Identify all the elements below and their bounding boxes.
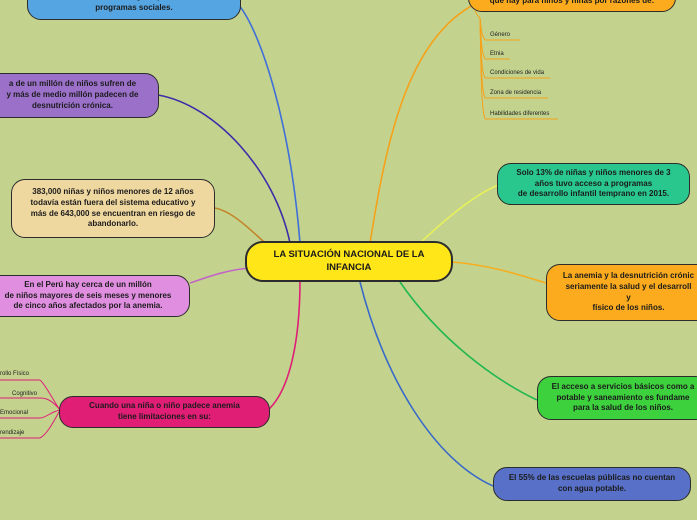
link-schools-water [359,281,494,487]
central-topic[interactable]: LA SITUACIÓN NACIONAL DE LA INFANCIA [245,241,453,282]
link-limit-4 [39,409,61,439]
link-ineq-5 [479,17,486,120]
topic-anemia-limits[interactable]: Cuando una niña o niño padece anemia tie… [59,396,270,428]
topic-inequality[interactable]: que hay para niños y niñas por razones d… [468,0,676,12]
topic-schools-water[interactable]: El 55% de las escuelas públicas no cuent… [493,467,691,501]
link-limit-3 [39,409,61,419]
topic-early-development[interactable]: Solo 13% de niñas y niños menores de 3 a… [497,163,690,205]
ineq-item-living[interactable]: Condiciones de vida [490,70,545,76]
link-early-dev [419,184,499,244]
ineq-item-abilities[interactable]: Habilidades diferentes [490,111,550,117]
limit-item-physical[interactable]: rollo Físico [0,371,30,377]
topic-anemia-peru[interactable]: En el Perú hay cerca de un millón de niñ… [0,275,190,317]
link-inequality [369,3,476,244]
link-malnutrition [157,94,291,244]
topic-basic-services[interactable]: El acceso a servicios básicos como a pot… [537,376,697,420]
link-anemia-peru [189,267,251,284]
link-anemia-health [451,261,547,284]
link-anemia-limits [267,279,301,411]
limit-item-emotional[interactable]: Emocional [0,410,29,416]
topic-anemia-health[interactable]: La anemia y la desnutrición crónic seria… [546,264,697,321]
limit-item-cognitive[interactable]: Cognitivo [12,391,38,397]
topic-social-programs[interactable]: adecuado e intangible para estos program… [27,0,241,20]
ineq-item-ethnicity[interactable]: Etnia [490,51,504,57]
ineq-item-gender[interactable]: Género [490,32,511,38]
limit-item-learning[interactable]: rendizaje [0,430,25,436]
topic-school-dropout[interactable]: 383,000 niñas y niños menores de 12 años… [11,179,215,238]
ineq-item-residence[interactable]: Zona de residencia [490,90,542,96]
link-limit-2 [39,397,61,411]
link-basic-services [399,281,538,401]
topic-malnutrition[interactable]: a de un millón de niños sufren de y más … [0,73,159,118]
link-inequality-stem [474,9,481,19]
link-limit-1 [39,379,61,411]
link-social-programs [237,3,301,244]
